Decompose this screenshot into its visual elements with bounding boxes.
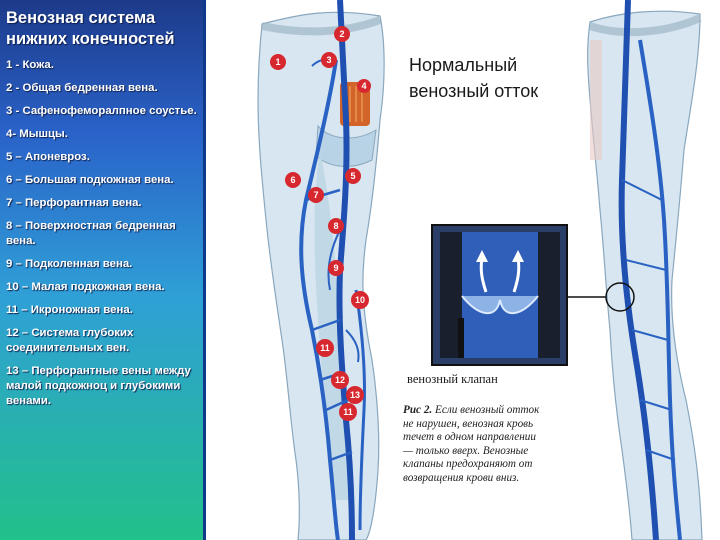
- marker-label: 3: [326, 55, 331, 65]
- legend-panel: Венозная система нижних конечностей 1 - …: [0, 0, 203, 540]
- right-leg-drawing: [567, 0, 702, 540]
- marker-label: 2: [339, 29, 344, 39]
- normal-flow-title: Нормальный венозный отток: [409, 52, 559, 104]
- marker-label: 8: [333, 221, 338, 231]
- right-thigh-hatch: [590, 40, 602, 160]
- legend-list: 1 - Кожа. 2 - Общая бедренная вена. 3 - …: [6, 58, 197, 409]
- marker-label: 11: [320, 343, 330, 353]
- legend-item: 13 – Перфорантные вены между малой подко…: [6, 364, 197, 409]
- marker-label: 7: [313, 190, 318, 200]
- marker-label: 11: [343, 407, 353, 417]
- legend-item: 1 - Кожа.: [6, 58, 197, 73]
- vein-illustration: 1 2 3 4 5 6 7 8 9 10 11 12 13 11: [206, 0, 720, 540]
- marker-label: 4: [361, 81, 366, 91]
- valve-inset: [432, 225, 567, 365]
- valve-vessel: [462, 232, 538, 358]
- marker-label: 1: [275, 57, 280, 67]
- valve-label: венозный клапан: [407, 372, 537, 387]
- right-leg-outline: [588, 11, 702, 540]
- marker-label: 5: [350, 171, 355, 181]
- legend-item: 3 - Сафенофеморалпное соустье.: [6, 104, 197, 119]
- legend-item: 12 – Система глубоких соединительных вен…: [6, 326, 197, 356]
- legend-item: 9 – Подколенная вена.: [6, 257, 197, 272]
- caption-prefix: Рис 2.: [403, 404, 432, 416]
- valve-pointer: [458, 318, 464, 358]
- page-title: Венозная система нижних конечностей: [6, 8, 197, 50]
- legend-item: 4- Мышцы.: [6, 127, 197, 142]
- legend-item: 10 – Малая подкожная вена.: [6, 280, 197, 295]
- left-leg-drawing: 1 2 3 4 5 6 7 8 9 10 11 12 13 11: [258, 0, 384, 540]
- marker-label: 13: [350, 390, 360, 400]
- legend-item: 7 – Перфорантная вена.: [6, 196, 197, 211]
- marker-label: 10: [355, 295, 365, 305]
- normal-flow-title-text: Нормальный венозный отток: [409, 55, 538, 101]
- legend-item: 6 – Большая подкожная вена.: [6, 173, 197, 188]
- marker-label: 9: [333, 263, 338, 273]
- legend-item: 11 – Икроножная вена.: [6, 303, 197, 318]
- marker-label: 12: [335, 375, 345, 385]
- marker-label: 6: [290, 175, 295, 185]
- legend-item: 2 - Общая бедренная вена.: [6, 81, 197, 96]
- legend-item: 5 – Апоневроз.: [6, 150, 197, 165]
- figure-caption: Рис 2. Если венозный отток не нарушен, в…: [403, 404, 541, 485]
- legend-item: 8 – Поверхностная бедренная вена.: [6, 219, 197, 249]
